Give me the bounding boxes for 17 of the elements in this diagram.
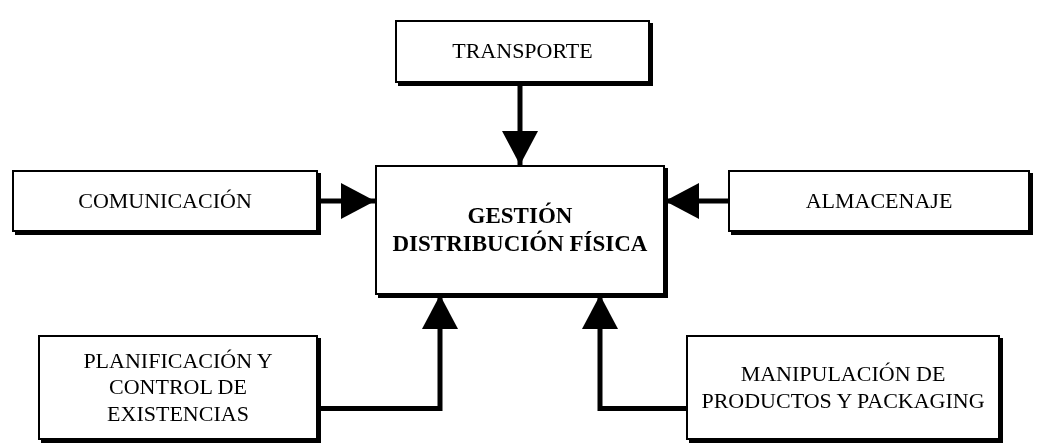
process-box — [395, 20, 650, 83]
arrow — [502, 83, 538, 165]
arrow — [318, 295, 458, 411]
process-box — [38, 335, 318, 440]
box-label: GESTIÓN DISTRIBUCIÓN FÍSICA — [391, 202, 649, 258]
process-box — [728, 170, 1030, 232]
box-label: ALMACENAJE — [805, 187, 953, 215]
process-box — [686, 335, 1000, 440]
process-box — [375, 165, 665, 295]
process-box — [12, 170, 318, 232]
arrow — [318, 183, 375, 219]
box-label: COMUNICACIÓN — [78, 187, 252, 215]
arrow — [665, 183, 728, 219]
box-label: TRANSPORTE — [452, 38, 593, 65]
box-label: MANIPULACIÓN DE PRODUCTOS Y PACKAGING — [700, 361, 986, 414]
box-label: PLANIFICACIÓN Y CONTROL DE EXISTENCIAS — [82, 347, 274, 428]
arrow — [582, 295, 686, 411]
